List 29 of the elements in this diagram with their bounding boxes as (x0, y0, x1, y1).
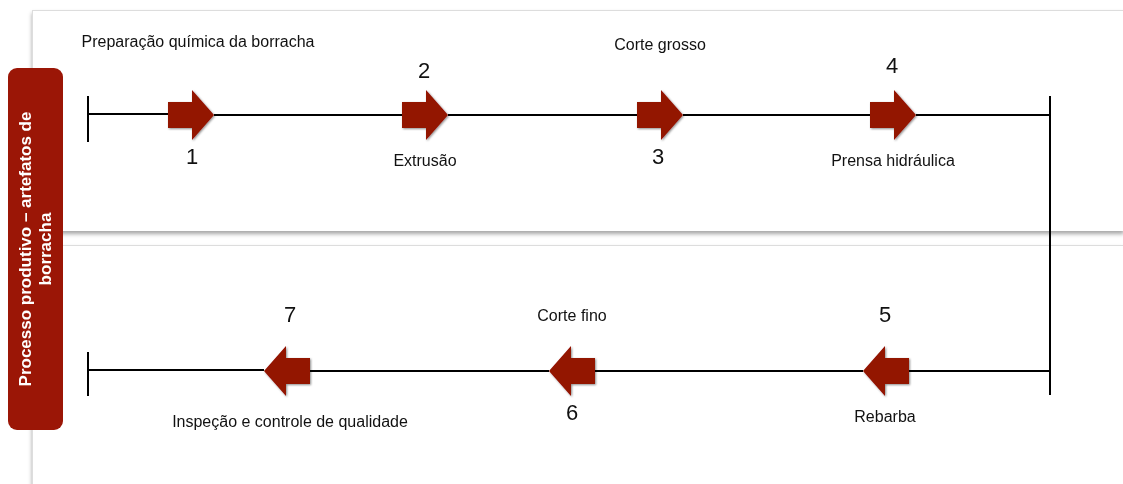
step-label: Extrusão (392, 151, 458, 171)
step-label: Inspeção e controle de qualidade (171, 412, 409, 432)
step-number: 5 (877, 302, 893, 328)
title-text: Processo produtivo – artefatos de borracha (15, 110, 56, 389)
step-number: 2 (416, 58, 432, 84)
step-label: Rebarba (853, 407, 917, 427)
arrow-marker (549, 346, 595, 396)
timeline-line (309, 370, 550, 372)
title-band (8, 68, 63, 430)
arrow-marker (264, 346, 310, 396)
timeline-line (682, 114, 871, 116)
step-number: 6 (564, 400, 580, 426)
step-label: Prensa hidráulica (830, 151, 956, 171)
arrow-marker (870, 90, 916, 140)
timeline-line (908, 114, 1051, 372)
step-number: 7 (282, 302, 298, 328)
arrow-marker (863, 346, 909, 396)
step-number: 4 (884, 53, 900, 79)
arrow-marker (168, 90, 214, 140)
arrow-marker (402, 90, 448, 140)
step-number: 3 (650, 144, 666, 170)
arrow-marker (637, 90, 683, 140)
step-label: Preparação química da borracha (80, 32, 316, 52)
step-number: 1 (184, 144, 200, 170)
step-label: Corte grosso (613, 35, 707, 55)
timeline-line (447, 114, 638, 116)
timeline-line (213, 114, 403, 116)
timeline-line (594, 370, 864, 372)
step-label: Corte fino (536, 306, 608, 326)
